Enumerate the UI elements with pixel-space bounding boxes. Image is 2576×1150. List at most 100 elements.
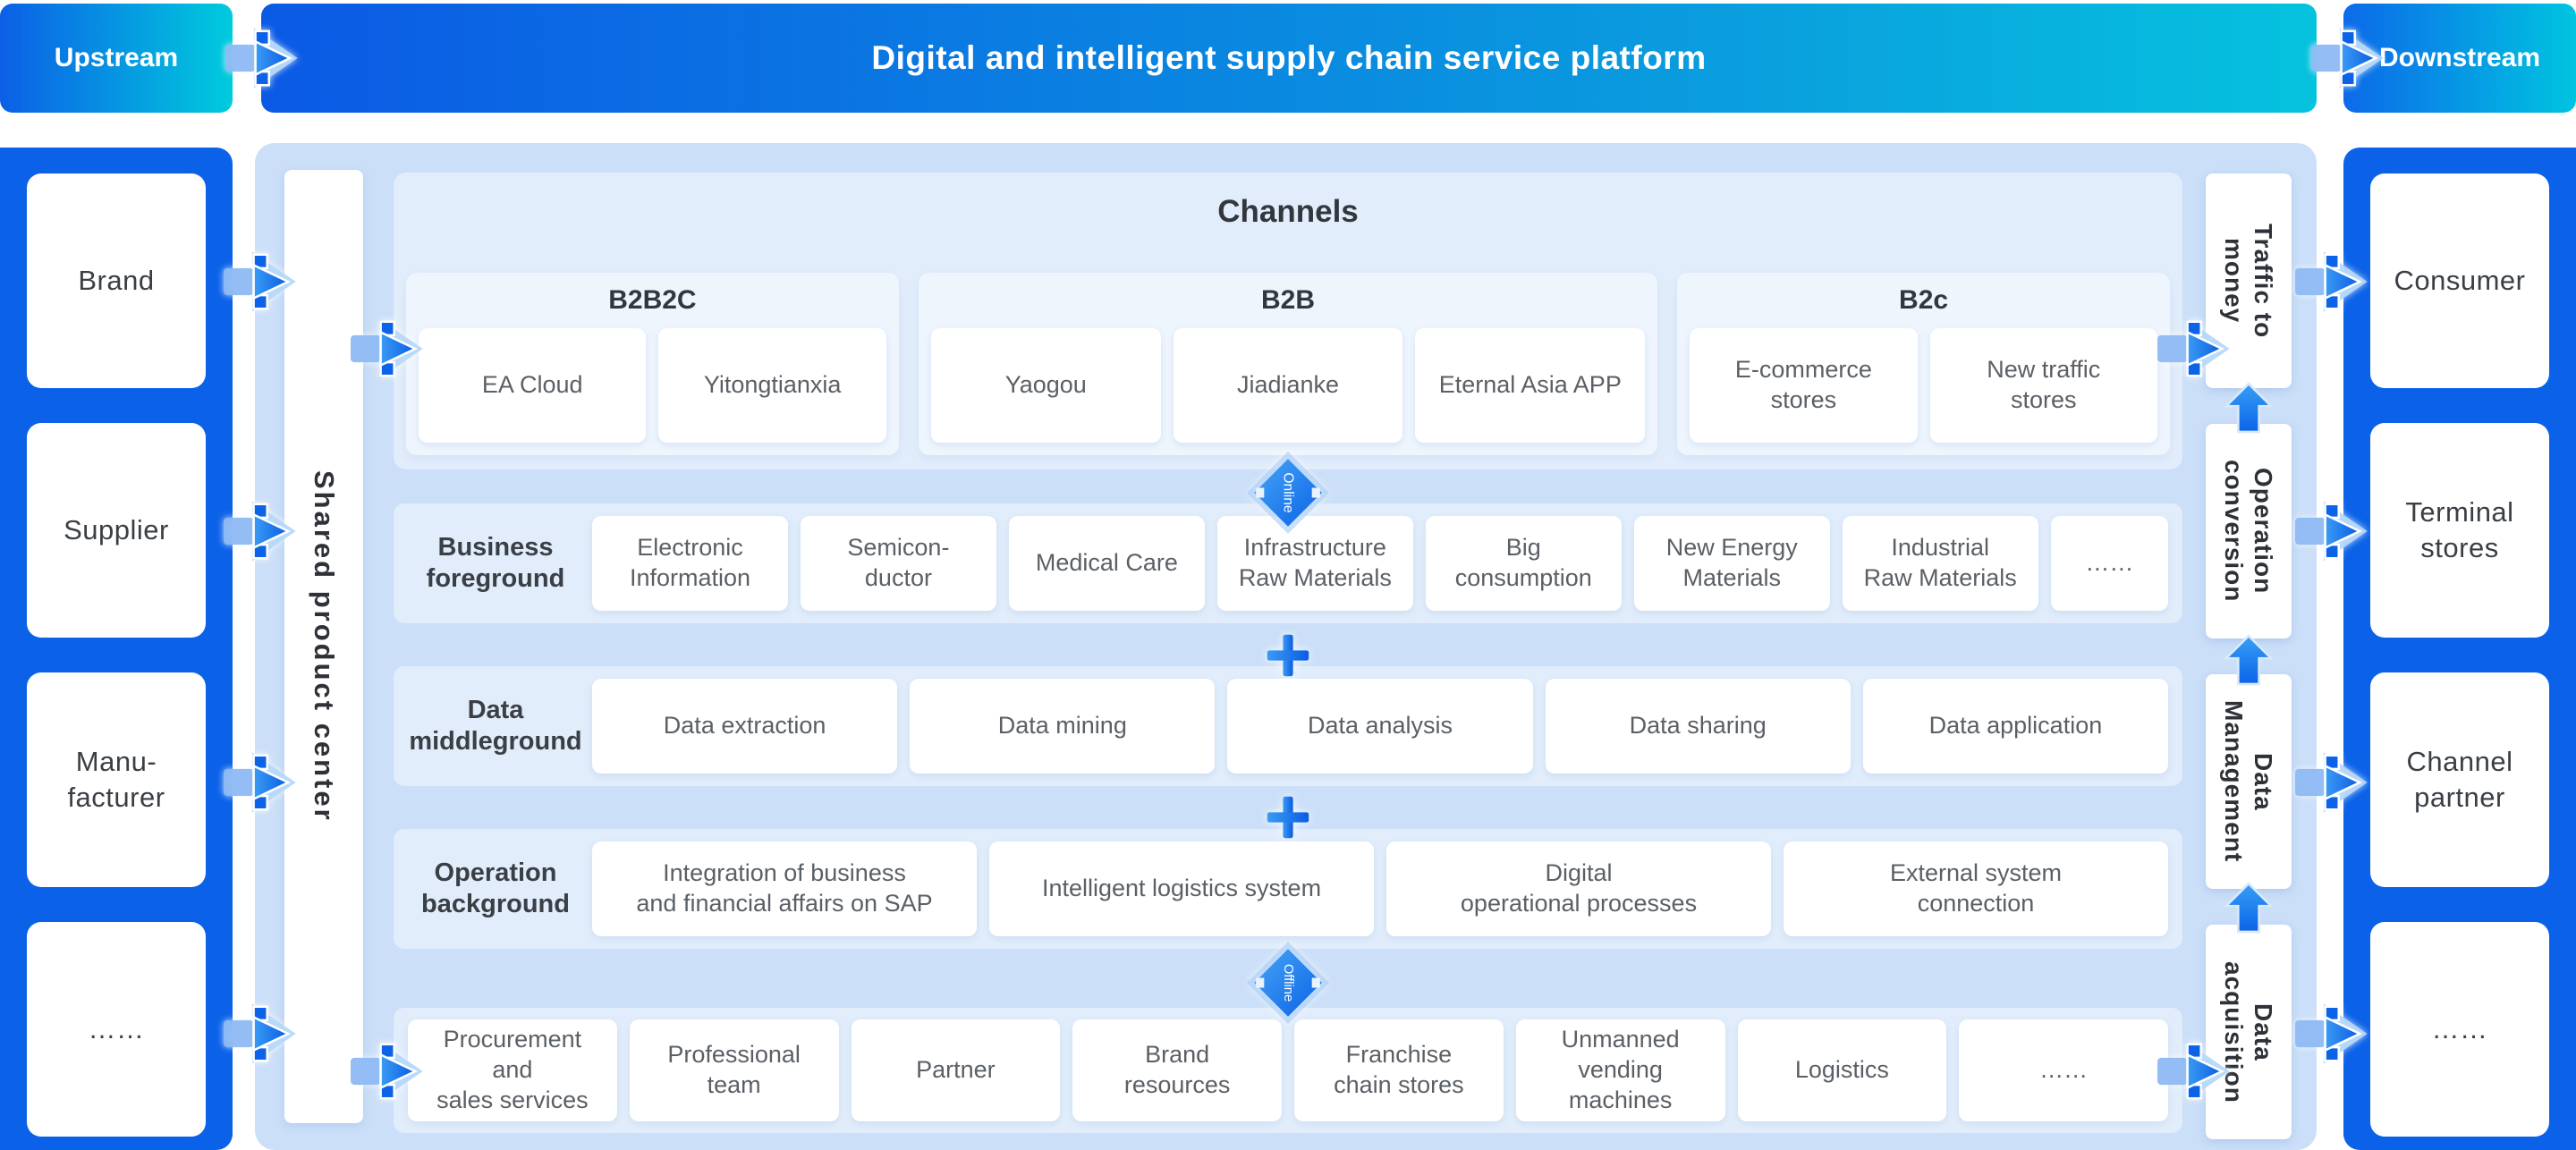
- arrow-right-icon: [2157, 311, 2233, 386]
- channel-card: E-commerce stores: [1690, 328, 1918, 443]
- row-cards: Integration of business and financial af…: [592, 841, 2168, 936]
- online-label: Online: [1281, 472, 1296, 512]
- platform-body-panel: Shared product center Channels B2B2C EA C…: [255, 143, 2317, 1150]
- row-card: Digital operational processes: [1386, 841, 1771, 936]
- arrow-right-icon: [225, 21, 301, 96]
- data-flow-stage-label: Traffic to money: [2220, 223, 2278, 339]
- offline-label: Offline: [1281, 964, 1295, 1002]
- downstream-text: Downstream: [2378, 43, 2541, 72]
- row-card: Logistics: [1737, 1019, 1947, 1121]
- platform-title: Digital and intelligent supply chain ser…: [871, 39, 1707, 76]
- row-card: New Energy Materials: [1633, 516, 1830, 611]
- row-card: Data extraction: [592, 679, 898, 774]
- row-card: Electronic Information: [592, 516, 788, 611]
- arrow-right-icon: [2157, 1034, 2233, 1109]
- row-card: Professional team: [629, 1019, 839, 1121]
- data-flow-stage-label: Data acquisition: [2220, 960, 2278, 1103]
- arrow-right-icon: [2295, 996, 2370, 1071]
- downstream-entity-box: ……: [2370, 922, 2549, 1137]
- data-flow-stage: Operation conversion: [2206, 424, 2292, 638]
- data-flow-stage: Data Management: [2206, 674, 2292, 889]
- row-card: External system connection: [1784, 841, 2168, 936]
- row-card: ……: [2050, 516, 2169, 611]
- arrow-up-icon: [2224, 882, 2273, 934]
- row-card: Brand resources: [1072, 1019, 1282, 1121]
- arrow-right-icon: [2295, 494, 2370, 569]
- channel-card: New traffic stores: [1929, 328, 2158, 443]
- platform-banner: Digital and intelligent supply chain ser…: [261, 4, 2317, 113]
- row-label: Business foreground: [426, 533, 565, 593]
- data-flow-stage-label: Operation conversion: [2220, 460, 2278, 603]
- row-card: Franchise chain stores: [1294, 1019, 1504, 1121]
- upstream-label: Upstream: [0, 4, 233, 113]
- plus-connector-icon: [1267, 796, 1309, 839]
- row-card: Unmanned vending machines: [1515, 1019, 1725, 1121]
- channel-group-label: B2B2C: [608, 285, 697, 315]
- channel-card: Jiadianke: [1173, 328, 1403, 443]
- arrow-right-icon: [224, 745, 299, 820]
- downstream-entity-box: Channel partner: [2370, 672, 2549, 887]
- data-flow-stage: Data acquisition: [2206, 925, 2292, 1139]
- upstream-entity-box: Manu- facturer: [27, 672, 206, 887]
- arrow-right-icon: [2295, 745, 2370, 820]
- channel-card: Yitongtianxia: [658, 328, 886, 443]
- arrow-up-icon: [2224, 634, 2273, 686]
- row-card: Integration of business and financial af…: [592, 841, 977, 936]
- shared-product-center-label: Shared product center: [309, 470, 340, 823]
- shared-product-center: Shared product center: [284, 170, 363, 1123]
- row-card: Infrastructure Raw Materials: [1216, 516, 1413, 611]
- channel-card: EA Cloud: [419, 328, 647, 443]
- downstream-entity-box: Terminal stores: [2370, 423, 2549, 638]
- row-card: Semicon- ductor: [800, 516, 996, 611]
- plus-connector-icon: [1267, 634, 1309, 677]
- upstream-text: Upstream: [54, 43, 179, 72]
- upstream-entity-box: Brand: [27, 173, 206, 388]
- operation-background-row: Operation background Integration of busin…: [394, 829, 2182, 949]
- arrow-right-icon: [351, 1034, 426, 1109]
- channel-card: Yaogou: [930, 328, 1161, 443]
- row-card: Procurement and sales services: [408, 1019, 617, 1121]
- arrow-right-icon: [2311, 21, 2386, 96]
- channels-title: Channels: [1217, 194, 1359, 229]
- arrow-up-icon: [2224, 382, 2273, 434]
- channel-card: Eternal Asia APP: [1415, 328, 1646, 443]
- online-connector-icon: Online: [1247, 452, 1329, 534]
- row-card: ……: [1959, 1019, 2168, 1121]
- row-label: Operation background: [421, 858, 570, 918]
- arrow-right-icon: [224, 244, 299, 319]
- arrow-right-icon: [351, 311, 426, 386]
- downstream-entity-box: Consumer: [2370, 173, 2549, 388]
- row-card: Big consumption: [1425, 516, 1622, 611]
- row-card: Industrial Raw Materials: [1842, 516, 2038, 611]
- arrow-right-icon: [2295, 244, 2370, 319]
- row-card: Medical Care: [1008, 516, 1205, 611]
- row-card: Data application: [1862, 679, 2169, 774]
- offline-connector-icon: Offline: [1247, 942, 1329, 1024]
- row-card: Data mining: [910, 679, 1216, 774]
- row-card: Intelligent logistics system: [989, 841, 1374, 936]
- row-card: Data sharing: [1545, 679, 1851, 774]
- data-flow-stage: Traffic to money: [2206, 173, 2292, 388]
- channel-group-label: B2B: [1260, 285, 1315, 315]
- row-card: Partner: [851, 1019, 1061, 1121]
- channel-group-label: B2c: [1899, 285, 1949, 315]
- row-label: Data middleground: [409, 696, 582, 756]
- upstream-entity-box: ……: [27, 922, 206, 1137]
